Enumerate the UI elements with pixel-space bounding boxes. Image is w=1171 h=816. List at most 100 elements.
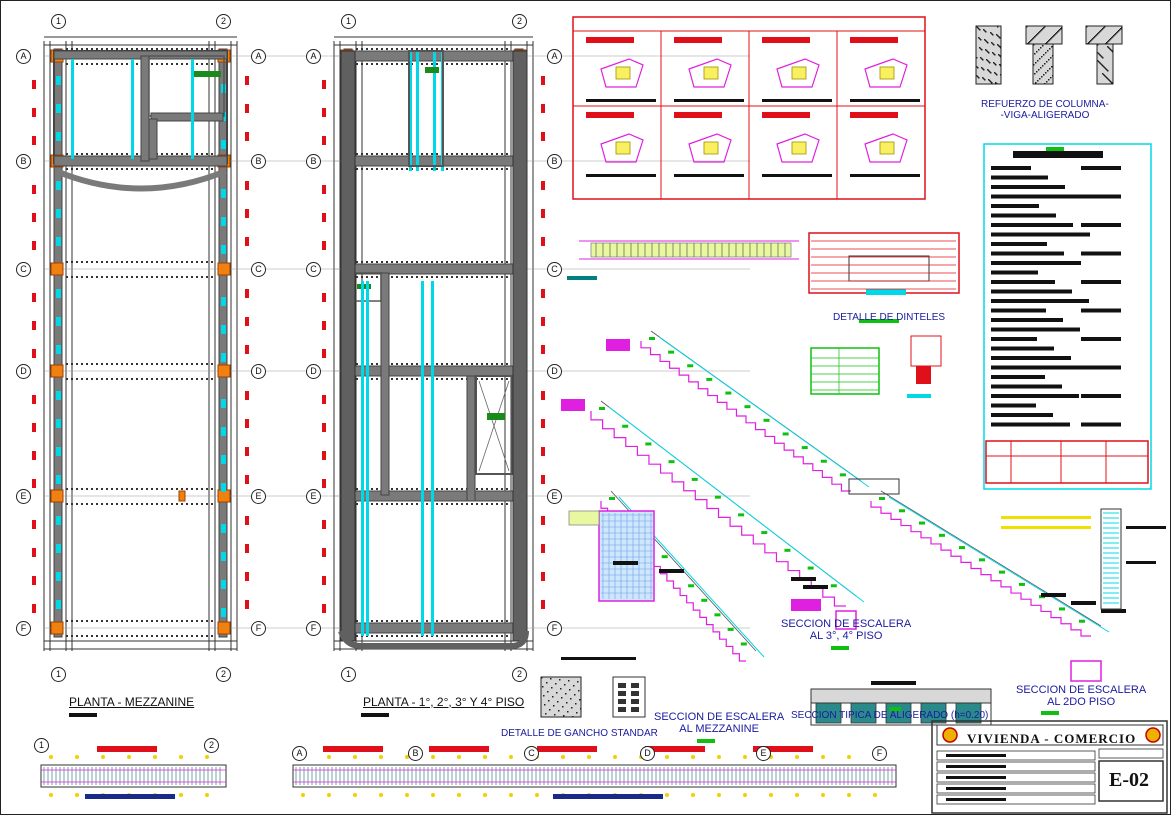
column-detail-grain <box>984 30 986 32</box>
slab-detail-v-grain <box>1099 54 1101 56</box>
mezz-dot <box>141 48 143 50</box>
aligerado-frame <box>810 702 992 726</box>
mezz-column <box>50 262 64 276</box>
beam-floors-red <box>753 746 813 752</box>
slab-detail-v-grain <box>1104 67 1106 69</box>
slab-detail-v-grain <box>1099 62 1101 64</box>
beam-floors-axis-C: C <box>524 746 539 761</box>
slab-detail-v-grain <box>1103 74 1105 76</box>
mezz-dot <box>166 620 168 622</box>
floor-axis-2-top: 2 <box>512 14 527 29</box>
gancho-bar <box>631 691 639 696</box>
mezz-green <box>191 71 221 77</box>
floor-dot <box>506 378 508 380</box>
gancho-section-grain <box>558 710 560 712</box>
floor-dot <box>451 620 453 622</box>
mezz-dot <box>71 261 73 263</box>
floor-dot <box>381 168 383 170</box>
column-detail-grain <box>997 26 999 28</box>
floor-dot <box>436 620 438 622</box>
floor-dot <box>446 378 448 380</box>
column-detail-grain <box>990 72 992 74</box>
floor-cyan-v <box>416 51 419 171</box>
slab-detail-v-grain <box>1097 52 1099 54</box>
mezz-dot <box>121 276 123 278</box>
mezz-dot <box>131 261 133 263</box>
gancho-section-grain <box>560 688 562 690</box>
beam-detail-v-grain <box>1052 75 1054 77</box>
mezz-dot <box>131 168 133 170</box>
column-detail-grain <box>985 40 987 42</box>
floor-dot <box>441 503 443 505</box>
beam-core <box>879 141 895 155</box>
gancho-section-grain <box>579 699 581 701</box>
slab-detail-v-grain <box>1100 63 1102 65</box>
mezz-dot <box>136 363 138 365</box>
floor-dot <box>421 48 423 50</box>
beam-detail-h-grain <box>1044 26 1046 28</box>
floor-dot <box>436 488 438 490</box>
specs-line <box>991 299 1089 303</box>
floor-dot <box>406 168 408 170</box>
floor-dot <box>436 261 438 263</box>
floor-dot <box>496 63 498 65</box>
beam-detail-v-grain <box>1049 68 1051 70</box>
mezz-dot <box>186 378 188 380</box>
beam-mezz-marker <box>75 755 79 759</box>
mezz-dot <box>161 153 163 155</box>
column-detail-grain <box>991 42 993 44</box>
beam-mezz-marker <box>49 793 53 797</box>
beam-detail-h-grain <box>1060 28 1062 30</box>
mezz-dot <box>111 276 113 278</box>
floor-dot <box>401 48 403 50</box>
dintel-opening <box>848 255 930 282</box>
beam-detail-h-grain <box>1028 42 1030 44</box>
mezz-dot <box>121 503 123 505</box>
stair-2do-lower-tag <box>899 509 905 513</box>
floor-dot <box>406 63 408 65</box>
mezz-dot <box>176 168 178 170</box>
beam-floors-red <box>645 746 705 752</box>
gancho-bar <box>631 683 639 688</box>
mezz-dot <box>171 363 173 365</box>
beam-floors-marker <box>873 793 877 797</box>
floor-dot <box>476 63 478 65</box>
mezz-cyan-v <box>71 59 74 159</box>
floor-cyan-v <box>433 51 436 171</box>
specs-line <box>991 194 1082 199</box>
mezz-dot <box>116 153 118 155</box>
floor-dot <box>461 63 463 65</box>
specs-line <box>991 270 1038 275</box>
mezz-dot <box>81 168 83 170</box>
floor-dot <box>431 168 433 170</box>
specs-title <box>1013 151 1103 158</box>
mezz-dot <box>111 153 113 155</box>
floor-red <box>322 108 326 117</box>
mezz-dot <box>141 168 143 170</box>
floor-dot <box>456 168 458 170</box>
floor-red <box>541 600 545 609</box>
mezz-dot <box>96 63 98 65</box>
floor-dot <box>496 620 498 622</box>
floor-dot <box>426 261 428 263</box>
beam-floors-red <box>323 746 383 752</box>
mezz-dot <box>186 261 188 263</box>
specs-line <box>991 166 1031 170</box>
floor-dot <box>476 261 478 263</box>
mezz-dot <box>156 620 158 622</box>
mezz-dot <box>196 503 198 505</box>
floor-dot <box>491 503 493 505</box>
beam-mezz-axis-1: 1 <box>34 738 49 753</box>
floor-dot <box>356 276 358 278</box>
mezz-dot <box>156 63 158 65</box>
beam-floors-marker <box>821 793 825 797</box>
mezz-red <box>32 80 36 89</box>
floor-dot <box>406 503 408 505</box>
slab-detail-h-grain <box>1119 29 1121 31</box>
slab-detail-v-grain <box>1101 64 1103 66</box>
beam-floors-marker <box>561 755 565 759</box>
floor-dot <box>426 153 428 155</box>
mezz-cyan <box>56 132 61 141</box>
beam-table-title <box>661 18 781 29</box>
mezz-red <box>245 475 249 484</box>
